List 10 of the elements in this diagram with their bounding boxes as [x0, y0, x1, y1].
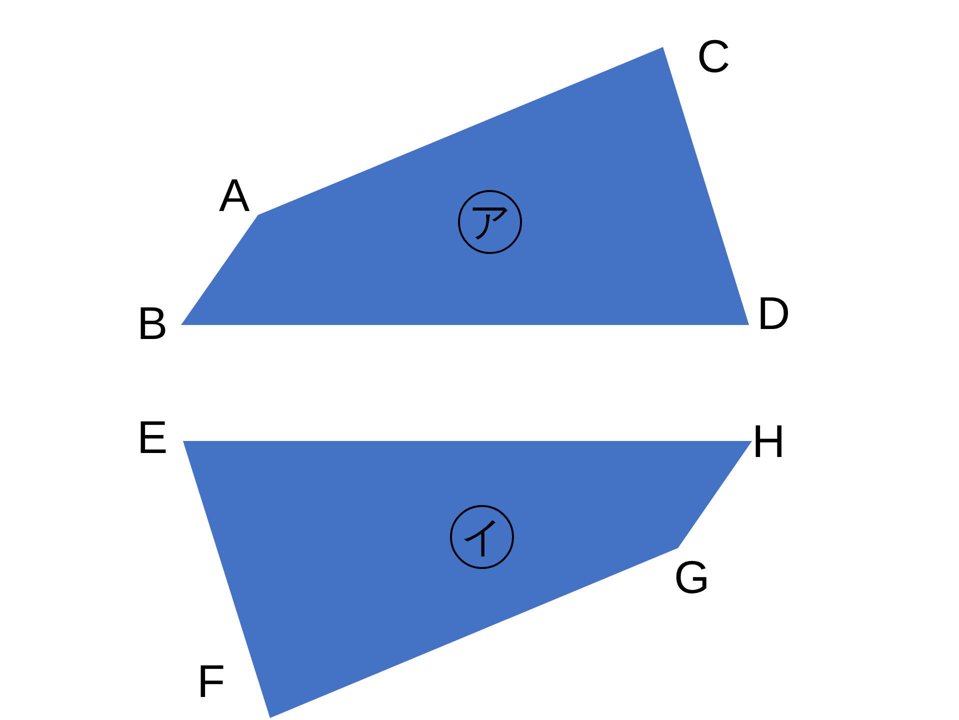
vertex-label: E — [137, 414, 168, 460]
vertex-label: B — [137, 300, 168, 346]
circled-label: イ — [450, 505, 514, 569]
vertex-label: F — [197, 658, 226, 704]
vertex-label: G — [674, 554, 710, 600]
vertex-label: H — [752, 418, 786, 464]
circled-label: ア — [458, 190, 522, 254]
vertex-label: C — [697, 33, 730, 79]
vertex-label: D — [757, 290, 790, 336]
vertex-label: A — [219, 172, 250, 218]
